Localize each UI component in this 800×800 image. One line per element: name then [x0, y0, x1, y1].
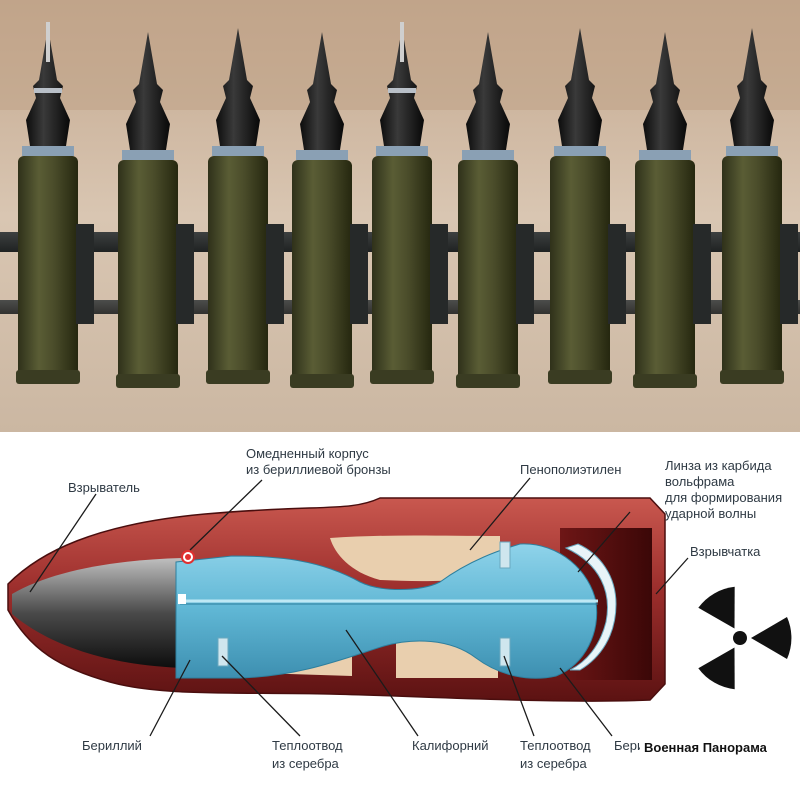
cartridge [290, 32, 368, 388]
label-heatsink2-line2: из серебра [520, 756, 588, 771]
label-lens-line1: Линза из карбида [665, 458, 772, 473]
silver-heatsink-left [217, 637, 229, 667]
cartridge [206, 28, 284, 384]
shell-cross-section-diagram: Взрыватель Омедненный корпус из бериллие… [7, 446, 800, 771]
cartridge [456, 32, 534, 388]
label-casing-line2: из бериллиевой бронзы [246, 462, 391, 477]
label-beryllium: Бериллий [82, 738, 142, 753]
label-explosive: Взрывчатка [690, 544, 761, 559]
ammunition-belt-photo [0, 0, 800, 432]
cartridge [720, 28, 798, 384]
tungsten-lens [564, 543, 617, 671]
cartridge [16, 22, 94, 384]
label-lens-line4: ударной волны [665, 506, 756, 521]
nose-cone [12, 558, 186, 668]
watermark: Военная Панорама [644, 740, 768, 755]
label-lens-line3: для формирования [665, 490, 782, 505]
label-fuse: Взрыватель [68, 480, 140, 495]
label-californium: Калифорний [412, 738, 489, 753]
leader-lines [29, 477, 689, 737]
label-heatsink1-line2: из серебра [272, 756, 340, 771]
silver-heatsink-right [499, 637, 511, 667]
cartridge [633, 32, 711, 388]
foam-upper [330, 535, 500, 582]
label-heatsink1-line1: Теплоотвод [272, 738, 343, 753]
cartridge [370, 22, 448, 384]
cartridge [548, 28, 626, 384]
label-casing-line1: Омедненный корпус [246, 446, 369, 461]
label-lens-line2: вольфрама [665, 474, 735, 489]
radiation-trefoil-icon [698, 586, 792, 690]
label-foam: Пенополиэтилен [520, 462, 621, 477]
cartridge [116, 32, 194, 388]
label-heatsink2-line1: Теплоотвод [520, 738, 591, 753]
watermark-box [640, 734, 800, 760]
